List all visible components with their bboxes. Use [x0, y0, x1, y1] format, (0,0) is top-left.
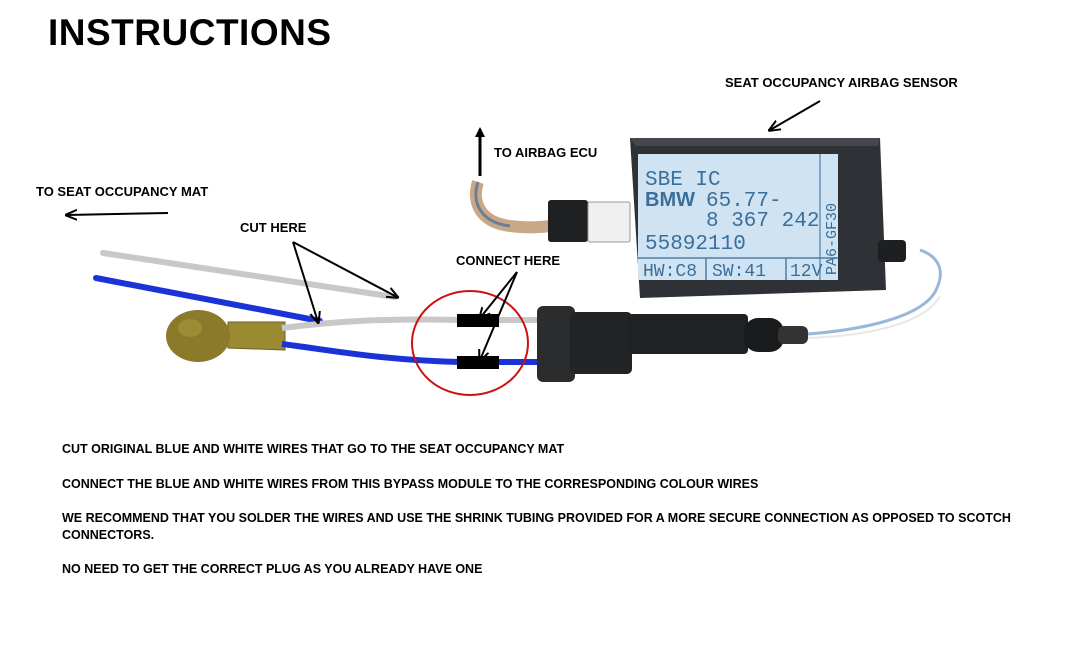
sensor-label-plate — [638, 154, 838, 280]
blue-splice-tube — [457, 356, 499, 369]
ecu-connector — [548, 200, 588, 242]
sensor-pointer-arrow — [770, 100, 821, 130]
white-splice-tube — [457, 314, 499, 327]
airbag-sensor-body — [630, 138, 906, 298]
instruction-3: WE RECOMMEND THAT YOU SOLDER THE WIRES A… — [62, 511, 1011, 542]
sensor-hw: HW:C8 — [643, 262, 697, 282]
instruction-1: CUT ORIGINAL BLUE AND WHITE WIRES THAT G… — [62, 442, 565, 456]
instruction-2: CONNECT THE BLUE AND WHITE WIRES FROM TH… — [62, 477, 759, 491]
mat-label: TO SEAT OCCUPANCY MAT — [36, 184, 209, 199]
ecu-label: TO AIRBAG ECU — [494, 145, 598, 160]
connect-arrow-2 — [480, 271, 518, 360]
connector-thin-wires — [807, 248, 942, 336]
bypass-white-wire — [281, 316, 461, 331]
cut-here-label: CUT HERE — [240, 220, 307, 235]
mat-white-wire — [100, 250, 398, 300]
instruction-4: NO NEED TO GET THE CORRECT PLUG AS YOU A… — [62, 562, 483, 576]
page-title: INSTRUCTIONS — [48, 12, 332, 53]
sensor-part-a: 65.77- — [706, 190, 782, 213]
cut-arrow-1 — [292, 241, 318, 322]
sensor-sw: SW:41 — [712, 262, 766, 282]
sensor-brand: BMW — [645, 189, 695, 211]
cut-arrow-2 — [292, 241, 397, 297]
sensor-material: PA6-GF30 — [824, 203, 841, 275]
connect-arrow-1 — [480, 271, 518, 318]
bypass-blue-wire — [281, 341, 461, 365]
mat-blue-wire — [93, 275, 323, 324]
sensor-label: SEAT OCCUPANCY AIRBAG SENSOR — [725, 75, 958, 90]
sensor-voltage: 12V — [790, 262, 823, 282]
sensor-serial: 55892110 — [645, 233, 746, 256]
sensor-part-b: 8 367 242 — [706, 210, 819, 233]
mat-arrow — [67, 213, 169, 215]
sensor-text-line1: SBE IC — [645, 169, 721, 192]
connector-plug — [537, 306, 808, 382]
bypass-module — [166, 310, 286, 362]
connect-highlight-circle — [411, 290, 529, 396]
connect-here-label: CONNECT HERE — [456, 253, 561, 268]
